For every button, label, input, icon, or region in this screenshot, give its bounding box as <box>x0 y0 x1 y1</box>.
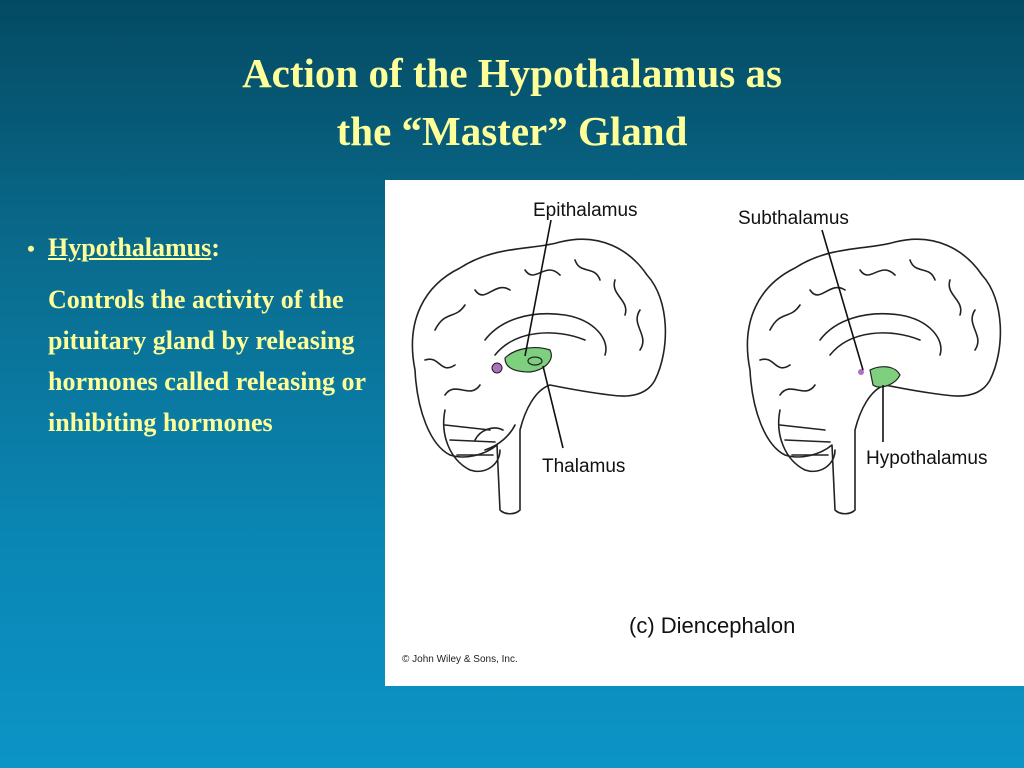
epithalamus-label: Epithalamus <box>533 200 638 221</box>
thalamus-leader <box>542 365 564 449</box>
bullet-term: Hypothalamus <box>48 233 212 262</box>
slide-title: Action of the Hypothalamus as the “Maste… <box>0 44 1024 160</box>
epithalamus-leader <box>524 219 552 357</box>
bullet-term-suffix: : <box>211 233 220 262</box>
bullet-marker: • <box>27 236 35 261</box>
subthalamus-label: Subthalamus <box>738 208 849 229</box>
bullet-description: Controls the activity of the pituitary g… <box>48 285 366 437</box>
thalamus-label: Thalamus <box>542 456 626 477</box>
copyright-notice: © John Wiley & Sons, Inc. <box>402 654 518 665</box>
title-line-1: Action of the Hypothalamus as <box>242 50 782 96</box>
hypothalamus-label: Hypothalamus <box>866 448 988 469</box>
hypothalamus-highlight <box>869 366 901 388</box>
title-line-2: the “Master” Gland <box>336 108 688 154</box>
brain-diagrams <box>411 219 1002 515</box>
diencephalon-figure: Epithalamus Subthalamus Thalamus Hypotha… <box>385 180 1024 686</box>
right-brain-outline <box>746 238 1002 515</box>
bullet-item: • Hypothalamus: <box>14 228 380 269</box>
figure-caption: (c) Diencephalon <box>629 613 796 638</box>
pineal-highlight <box>491 362 503 374</box>
subthalamus-leader <box>821 229 864 371</box>
bullet-list: • Hypothalamus: Controls the activity of… <box>14 228 380 443</box>
